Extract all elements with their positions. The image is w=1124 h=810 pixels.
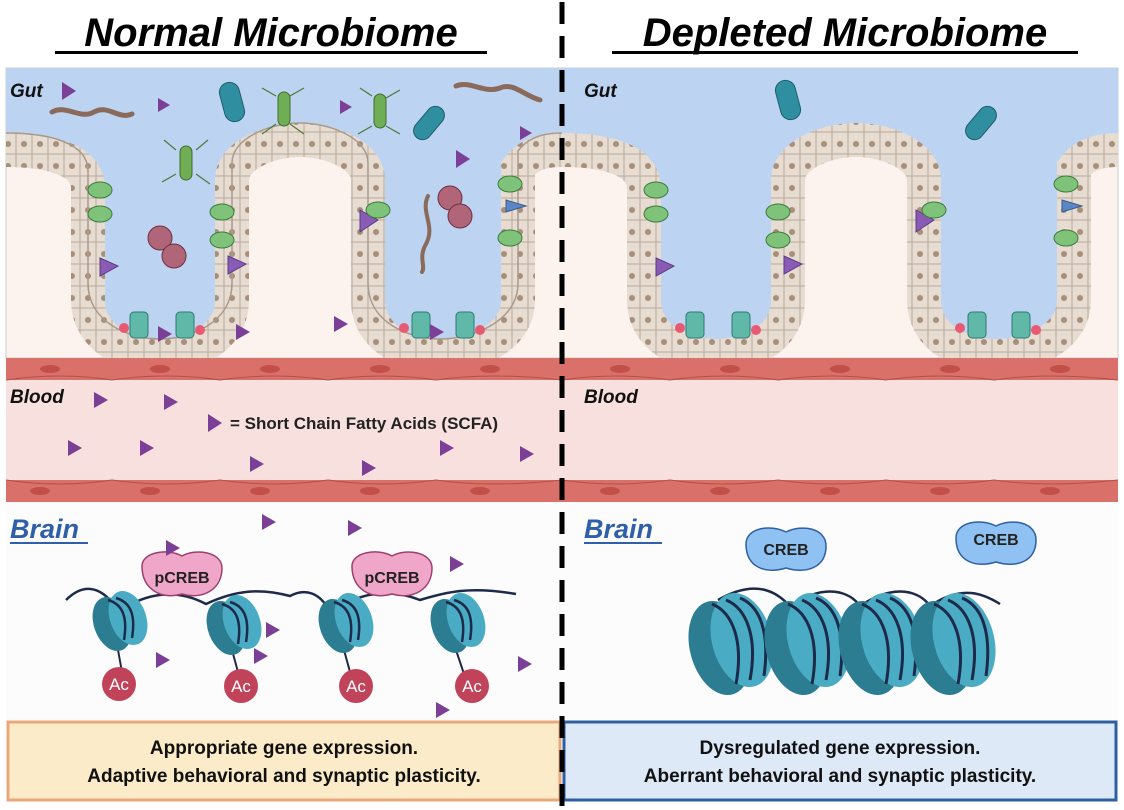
gut-label-depleted: Gut: [584, 81, 617, 102]
outcome-depleted-box: [562, 720, 1118, 802]
title-normal-microbiome: Normal Microbiome: [84, 11, 457, 55]
chromatin-depleted: CREB CREB: [688, 521, 1037, 696]
nucleosome-depleted-4: [910, 592, 996, 696]
blood-label-normal: Blood: [10, 387, 64, 408]
brain-label-normal: Brain: [10, 514, 79, 544]
nucleosome-depleted-1: [688, 592, 774, 696]
outcome-normal: Appropriate gene expression. Adaptive be…: [6, 720, 562, 802]
gut-lumen-depleted: [562, 68, 1119, 358]
bacteria-depleted: [774, 79, 997, 141]
pcreb-protein-1: pCREB: [141, 551, 223, 597]
acetyl-group-3: Ac: [339, 669, 373, 703]
brain-label-normal-underline: [10, 542, 88, 544]
brain-label-depleted-underline: [584, 542, 662, 544]
outcome-normal-line1: Appropriate gene expression.: [150, 738, 418, 759]
scfa-molecules: [62, 82, 534, 718]
gut-label-normal: Gut: [10, 81, 43, 102]
epithelium-depleted: [562, 122, 1119, 358]
outcome-normal-line2: Adaptive behavioral and synaptic plastic…: [87, 766, 481, 787]
vessel-wall-top: [6, 358, 1118, 380]
outcome-normal-box: [6, 720, 562, 802]
title-normal-underline: [55, 51, 487, 54]
acetyl-group-2: Ac: [224, 669, 258, 703]
nucleosome-depleted-2: [764, 592, 850, 696]
outcome-depleted-line1: Dysregulated gene expression.: [700, 738, 981, 759]
acetyl-label-4: Ac: [462, 677, 482, 696]
pcreb-label-2: pCREB: [364, 570, 419, 587]
creb-label-2: CREB: [973, 532, 1018, 549]
brain-label-depleted: Brain: [584, 514, 653, 544]
nucleosome-depleted-3: [838, 592, 924, 696]
creb-protein-2: CREB: [955, 521, 1037, 565]
nucleosome-normal-1: [92, 590, 148, 673]
acetyl-label-3: Ac: [346, 677, 366, 696]
acetyl-group-4: Ac: [455, 669, 489, 703]
blood-label-depleted: Blood: [584, 387, 638, 408]
bacteria-normal: [49, 81, 543, 274]
outcome-depleted-line2: Aberrant behavioral and synaptic plastic…: [644, 766, 1036, 787]
nucleosome-normal-2: [206, 594, 262, 673]
nucleosome-normal-4: [430, 592, 486, 675]
creb-protein-1: CREB: [745, 527, 827, 571]
epithelium-normal: [5, 122, 562, 358]
pcreb-label-1: pCREB: [154, 570, 209, 587]
title-depleted-underline: [612, 51, 1078, 54]
enteroendocrine-cells: [87, 175, 1084, 339]
creb-label-1: CREB: [763, 542, 808, 559]
scfa-legend-icon: [208, 414, 222, 432]
scfa-legend: = Short Chain Fatty Acids (SCFA): [208, 414, 498, 433]
pcreb-protein-2: pCREB: [351, 551, 433, 597]
acetyl-label-2: Ac: [231, 677, 251, 696]
header: Normal Microbiome Depleted Microbiome: [55, 11, 1078, 55]
chromatin-normal: pCREB pCREB Ac Ac Ac Ac: [65, 551, 517, 703]
acetyl-group-1: Ac: [102, 667, 136, 701]
nucleosome-normal-3: [318, 592, 374, 673]
title-depleted-microbiome: Depleted Microbiome: [643, 11, 1048, 55]
acetyl-label-1: Ac: [109, 675, 129, 694]
scfa-legend-text: = Short Chain Fatty Acids (SCFA): [230, 414, 498, 433]
outcome-depleted: Dysregulated gene expression. Aberrant b…: [562, 720, 1118, 802]
